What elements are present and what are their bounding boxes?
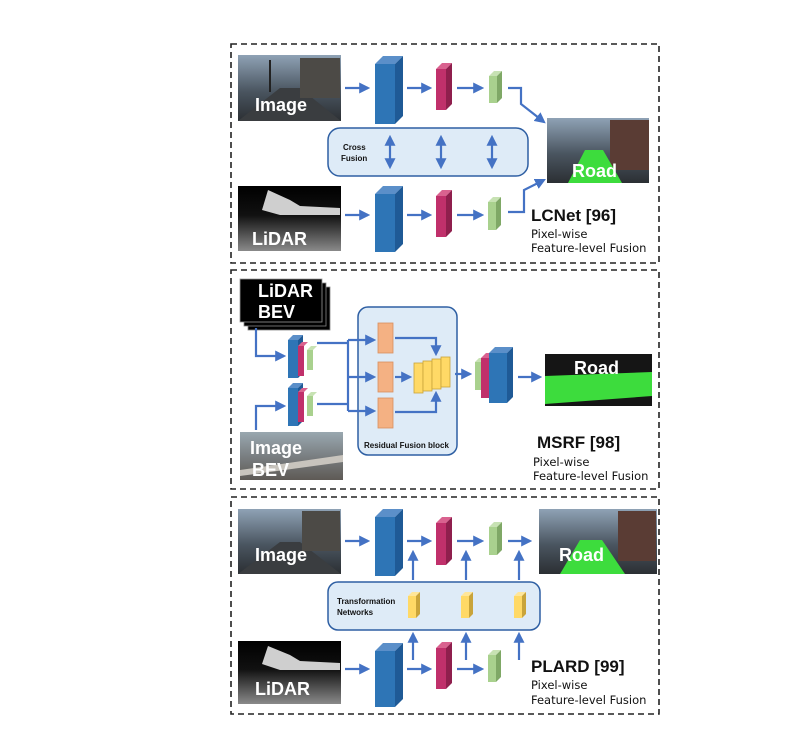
camera-image-thumbnail: Image [238, 509, 341, 574]
encoder-block-1 [375, 64, 395, 124]
image-bev-label-line1: Image [250, 438, 302, 458]
transform-block-yellow [461, 596, 469, 618]
method-title: PLARD [99] [531, 657, 625, 676]
method-title: LCNet [96] [531, 206, 616, 225]
road-output-thumbnail: Road [539, 509, 657, 574]
camera-image-thumbnail: Image [238, 55, 341, 121]
panel-border [230, 269, 660, 490]
flow-arrow [395, 336, 442, 357]
method-title: MSRF [98] [537, 433, 620, 452]
panel-plard: Image LiDAR [230, 496, 660, 715]
method-subtitle-2: Feature-level Fusion [531, 241, 646, 255]
conv-block-orange [377, 361, 394, 393]
decoder-stack [475, 347, 513, 403]
method-subtitle-2: Feature-level Fusion [531, 693, 646, 707]
panel-msrf: LiDAR BEV Image BEV [230, 269, 660, 490]
image-encoder-stack [288, 383, 317, 426]
lidar-bev-label-line2: BEV [258, 302, 295, 322]
encoder-block-3 [488, 202, 496, 230]
transformation-label-line1: Transformation [337, 597, 395, 606]
encoder-block-1 [375, 194, 395, 252]
transform-block-yellow [408, 596, 416, 618]
encoder-block-3 [489, 76, 497, 103]
flow-arrow [395, 390, 442, 414]
lidar-bev-thumbnail: LiDAR BEV [239, 278, 331, 331]
road-output-label: Road [574, 358, 619, 378]
image-bev-thumbnail: Image BEV [240, 432, 343, 480]
bottom-branch-blocks [375, 642, 501, 707]
conv-block-orange [377, 397, 394, 429]
road-output-thumbnail: Road [547, 118, 649, 183]
residual-fusion-block: Residual Fusion block [357, 306, 458, 456]
cross-fusion-label-line2: Fusion [341, 154, 367, 163]
flow-arrow [254, 400, 287, 430]
transformation-label-line2: Networks [337, 608, 374, 617]
lidar-bev-label-line1: LiDAR [258, 281, 313, 301]
method-subtitle-2: Feature-level Fusion [533, 469, 648, 483]
transform-block-yellow [514, 596, 522, 618]
method-subtitle-1: Pixel-wise [531, 678, 587, 692]
flow-arrow [254, 328, 287, 362]
image-input-label: Image [255, 95, 307, 115]
method-subtitle-1: Pixel-wise [533, 455, 589, 469]
road-output-label: Road [559, 545, 604, 565]
image-bev-label-line2: BEV [252, 460, 289, 480]
encoder-block-2 [436, 69, 446, 110]
cross-fusion-box: Cross Fusion [327, 127, 529, 177]
encoder-block-2 [436, 196, 446, 237]
lidar-image-thumbnail: LiDAR [238, 186, 341, 251]
panel-border [230, 43, 660, 264]
road-output-label: Road [572, 161, 617, 181]
top-branch-blocks [375, 509, 502, 576]
top-branch-blocks [375, 56, 502, 124]
method-subtitle-1: Pixel-wise [531, 227, 587, 241]
image-input-label: Image [255, 545, 307, 565]
flow-arrow [508, 179, 546, 214]
flow-arrow [508, 86, 546, 124]
conv-block-orange [377, 322, 394, 354]
cross-fusion-label-line1: Cross [343, 143, 366, 152]
road-output-thumbnail: Road [545, 354, 652, 406]
panel-border [230, 496, 660, 715]
transformation-networks-box: Transformation Networks [327, 581, 541, 631]
lidar-image-thumbnail: LiDAR [238, 641, 341, 704]
lidar-input-label: LiDAR [252, 229, 307, 249]
lidar-encoder-stack [288, 335, 317, 378]
fused-feature-stack [413, 356, 451, 394]
panel-lcnet: Image LiDAR [230, 43, 660, 264]
bottom-branch-blocks [375, 186, 501, 252]
residual-fusion-label: Residual Fusion block [364, 441, 449, 450]
lidar-input-label: LiDAR [255, 679, 310, 699]
